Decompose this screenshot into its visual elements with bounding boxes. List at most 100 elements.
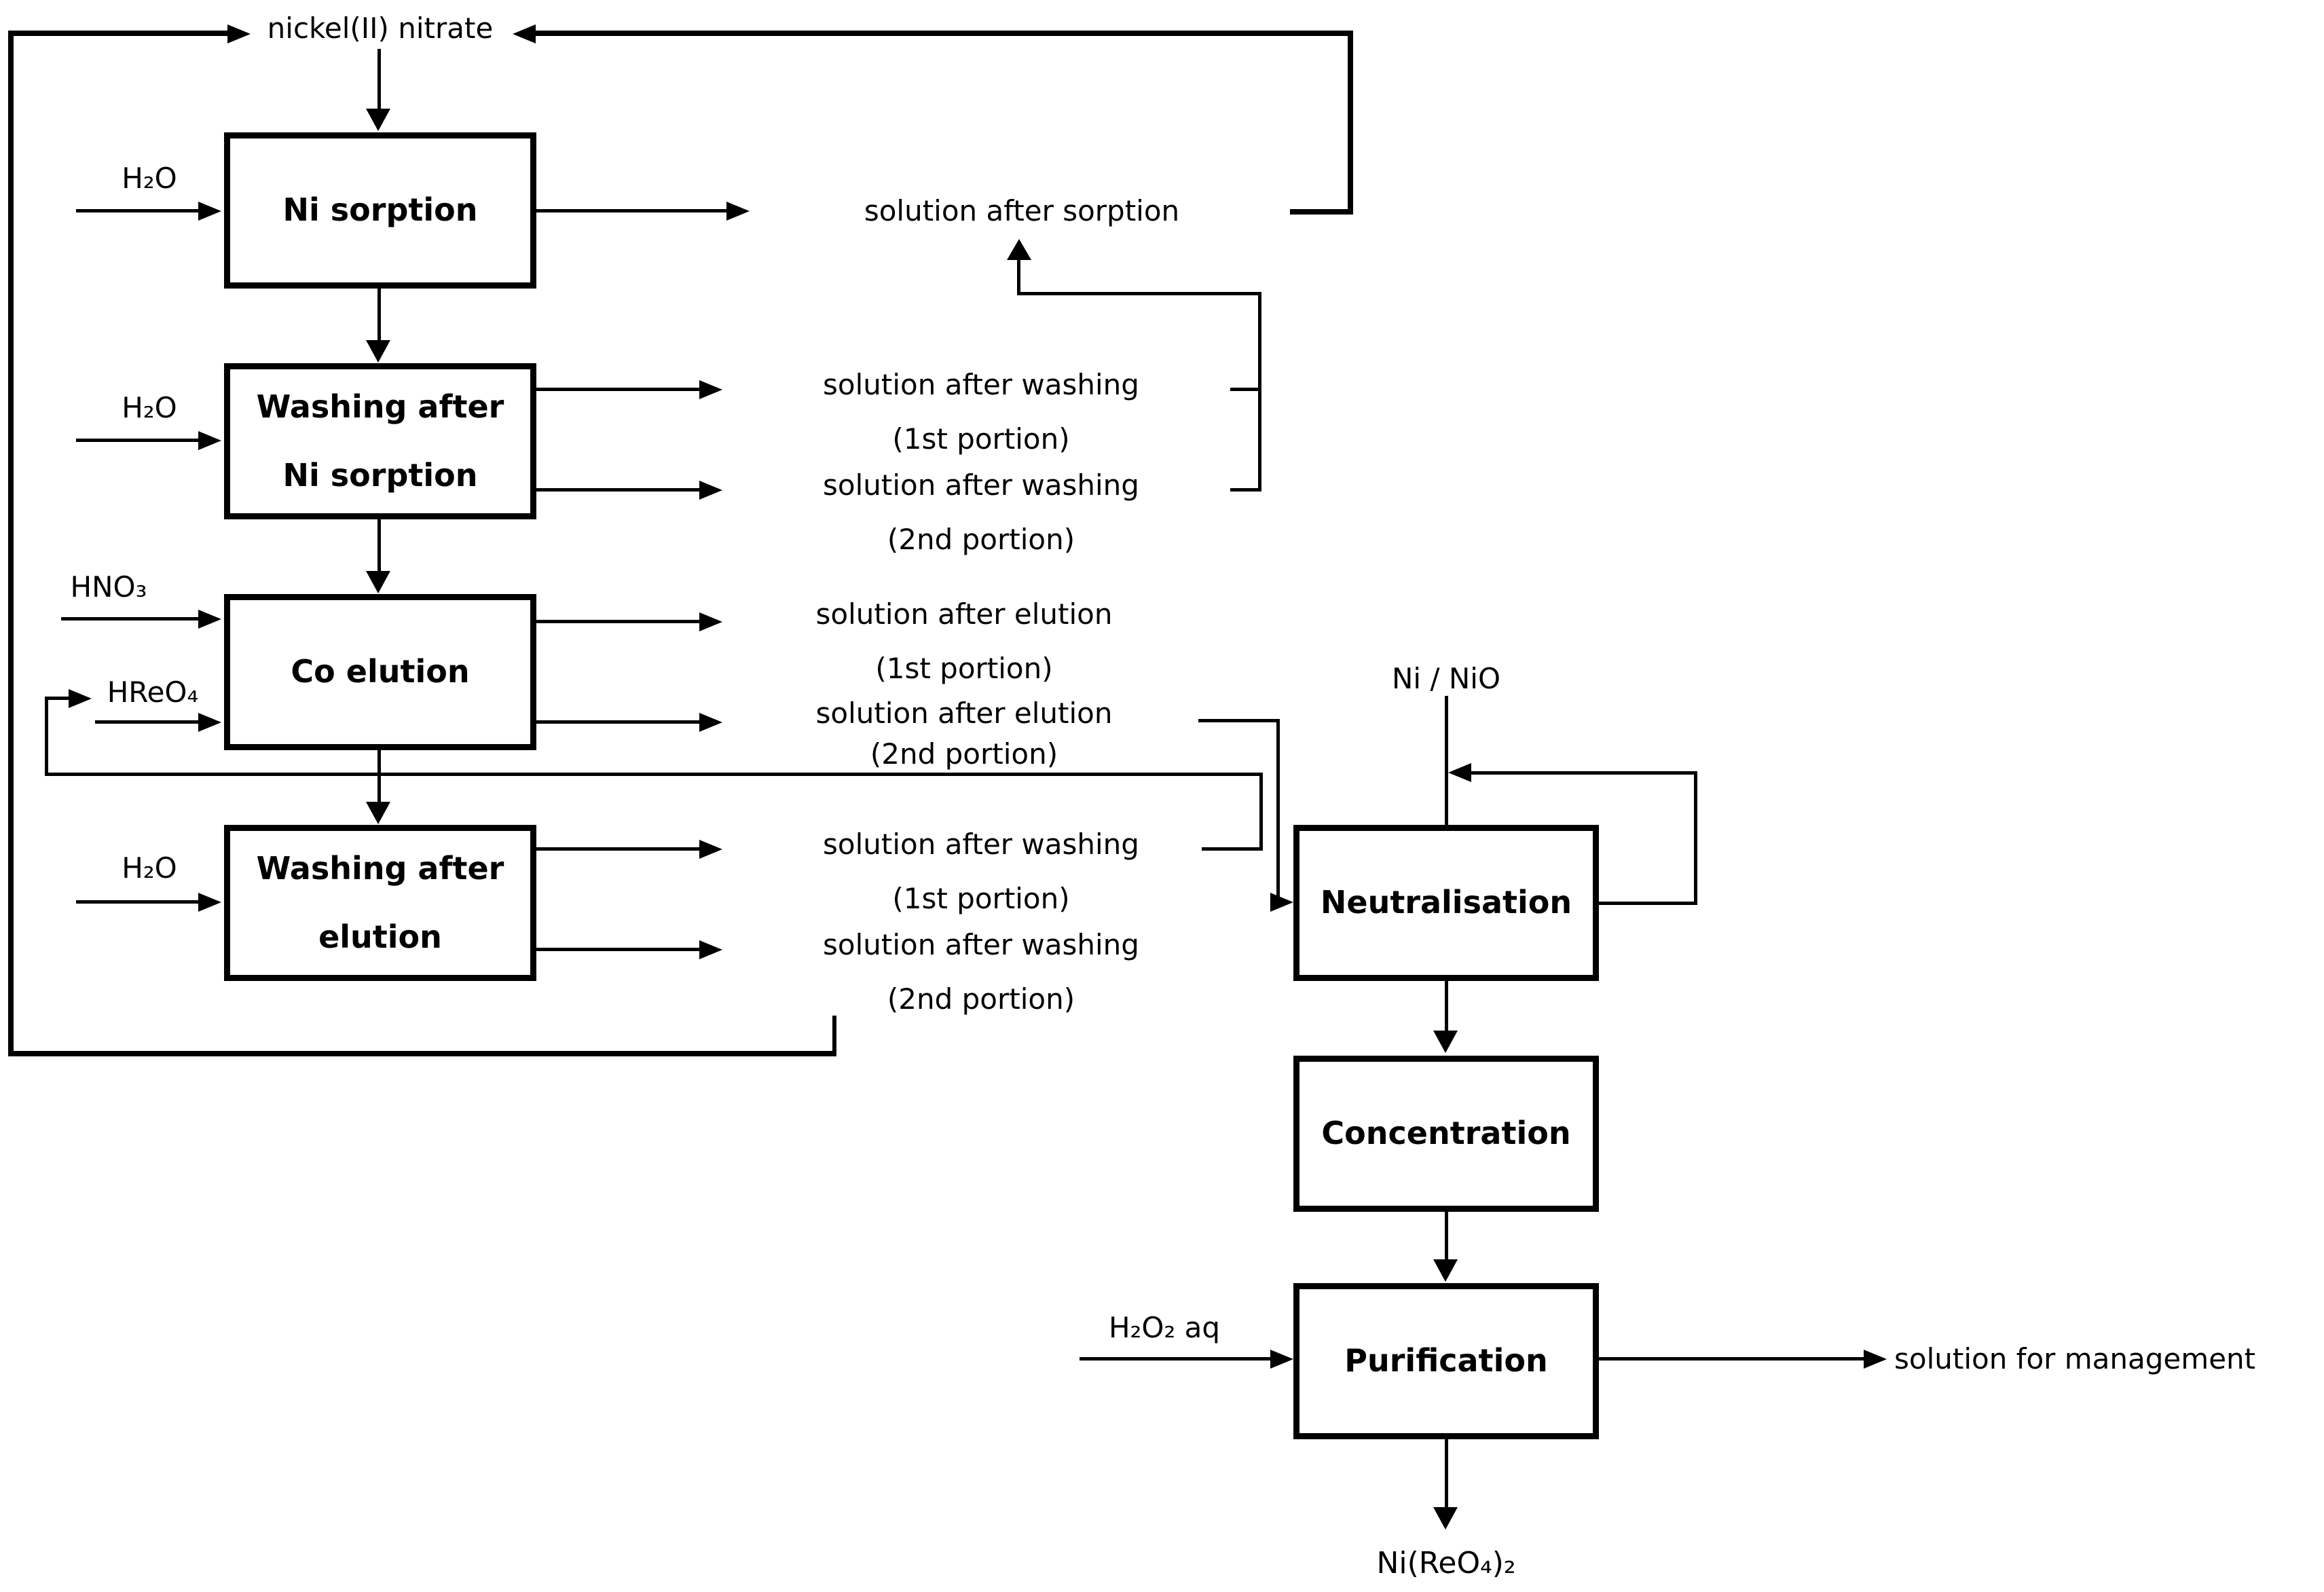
hno3-input-line [61,617,198,621]
arrow-into-washing-after-elution-icon [366,802,390,824]
purification-box: Purification [1293,1283,1599,1439]
solution-for-management-label: solution for management [1894,1341,2256,1375]
hreo4-recycle-riser-line [1259,773,1263,851]
washing1-portion-label: (1st portion) [892,422,1070,456]
arrow-into-management-icon [1864,1350,1887,1369]
purification-down-line [1445,1439,1448,1508]
elution2-to-neutralisation-h1-line [1198,719,1280,722]
arrow-into-nickel-nitrate-right-icon [513,24,536,43]
sorption-recycle-vertical-line [1348,31,1353,215]
neutralisation-box-label: Neutralisation [1320,884,1572,921]
h2o-input-1-line [76,209,198,212]
hreo4-recycle-from-washing-line [1202,847,1263,851]
elution1-portion-label: (1st portion) [875,651,1053,685]
solution-after-washing3-label: solution after washing [823,827,1139,861]
solution-after-sorption-label: solution after sorption [864,193,1180,227]
concentration-to-purification-line [1445,1212,1448,1261]
washings-merge-up-line [1017,259,1020,294]
washing-after-ni-sorption-box-label: Washing after Ni sorption [256,388,504,494]
washing3-arrow-icon [699,840,722,859]
ni-nio-input-label: Ni / NiO [1391,662,1501,695]
elution2-portion-label: (2nd portion) [870,737,1058,771]
ni-sorption-box-label: Ni sorption [282,191,478,229]
nickel-nitrate-label: nickel(II) nitrate [267,11,494,45]
neutralisation-recycle-top-line [1471,771,1697,775]
hreo4-recycle-stub-line [45,697,71,700]
co-elution-box-label: Co elution [291,653,470,690]
washing2-output-line [536,488,699,492]
arrow-into-washing-after-sorption-icon [366,340,390,363]
neutralisation-to-concentration-line [1445,981,1448,1031]
arrow-into-purification-icon [1433,1259,1458,1282]
co-elution-box: Co elution [224,594,536,750]
neutralisation-box: Neutralisation [1293,825,1599,981]
h2o-input-2-line [76,439,198,442]
solution-after-elution2-label: solution after elution [815,696,1113,730]
washing4-arrow-icon [699,940,722,959]
h2o2-input-arrow-icon [1270,1350,1293,1369]
hreo4-input-arrow-icon [198,713,221,732]
hno3-input-label: HNO₃ [70,570,147,604]
outer-loop-left-vertical-line [8,31,14,1056]
arrow-into-ni-nio-line-icon [1448,763,1471,782]
ni-sorption-box: Ni sorption [224,132,536,289]
arrow-into-neutralisation-icon [1270,893,1293,912]
h2o-input-1-arrow-icon [198,202,221,221]
arrow-into-ni-sorption-icon [366,109,390,131]
washings-merge-top-line [1017,292,1261,295]
washing2-connector-line [1230,488,1258,492]
washing-after-ni-sorption-box: Washing after Ni sorption [224,363,536,519]
arrow-into-after-sorption-icon [726,202,750,221]
washing1-arrow-icon [699,380,722,399]
arrow-into-concentration-icon [1433,1031,1458,1053]
arrow-into-co-elution-icon [366,571,390,593]
purification-box-label: Purification [1344,1342,1548,1380]
washing2-arrow-icon [699,481,722,500]
elution2-output-line [536,720,699,724]
purification-right-output-line [1599,1357,1864,1360]
elution-to-washing2-line [377,750,381,803]
arrow-into-product-icon [1433,1507,1458,1530]
h2o-input-3-label: H₂O [122,851,177,885]
washings-merge-vertical-line [1258,292,1261,492]
neutralisation-recycle-vertical-line [1694,771,1697,905]
washing3-output-line [536,847,699,851]
neutralisation-recycle-bottom-line [1599,902,1694,905]
elution1-arrow-icon [699,612,722,631]
nickel-nitrate-down-line [377,49,381,110]
ni-sorption-output-line [536,209,726,212]
solution-after-washing4-label: solution after washing [823,927,1139,961]
washing1-output-line [536,388,699,391]
hreo4-recycle-vertical-line [45,697,48,776]
h2o-input-2-label: H₂O [122,390,177,424]
ni-nio-down-line [1445,696,1448,825]
outer-loop-riser-line [832,1016,836,1054]
nickel-nitrate-left-arrow-line [10,31,227,36]
h2o2-input-label: H₂O₂ aq [1108,1310,1221,1344]
washing-after-elution-box: Washing after elution [224,825,536,981]
washing3-portion-label: (1st portion) [892,881,1070,915]
washing-to-elution-line [377,519,381,572]
h2o-input-3-line [76,900,198,904]
h2o2-input-line [1080,1357,1270,1360]
elution2-arrow-icon [699,713,722,732]
concentration-box-label: Concentration [1321,1115,1571,1152]
washing-after-elution-box-label: Washing after elution [256,849,504,955]
solution-after-washing1-label: solution after washing [823,367,1139,401]
sorption-recycle-stub-line [1290,209,1353,215]
hreo4-input-line [95,720,198,724]
arrow-into-hreo4-icon [69,689,92,708]
elution1-output-line [536,620,699,623]
h2o-input-1-label: H₂O [122,161,177,195]
washing2-portion-label: (2nd portion) [887,522,1075,556]
sorption-to-washing-line [377,289,381,341]
washing4-output-line [536,948,699,951]
arrow-up-into-after-sorption-icon [1007,239,1031,260]
h2o-input-3-arrow-icon [198,893,221,912]
washing1-connector-line [1230,388,1258,391]
hreo4-input-label: HReO₄ [107,675,199,709]
sorption-recycle-top-line [536,31,1353,36]
solution-after-elution1-label: solution after elution [815,597,1113,631]
hno3-input-arrow-icon [198,610,221,629]
